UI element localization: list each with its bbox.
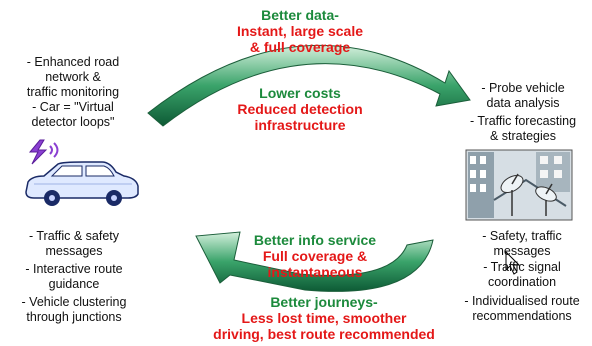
list-item: - Car = "Virtual detector loops" [31, 100, 115, 129]
car-icon [25, 161, 139, 206]
better-data-heading: Better data- [261, 7, 339, 23]
list-item: - Traffic & safety messages [28, 229, 120, 258]
center-outputs-list: - Safety, traffic messages - Traffic sig… [452, 229, 592, 324]
wireless-signal-icon [28, 139, 59, 165]
lower-costs-heading: Lower costs [259, 85, 341, 101]
better-journeys-line-2: driving, best route recommended [213, 326, 435, 342]
better-info-service-line-1: Full coverage & [262, 248, 368, 264]
list-item: - Vehicle clustering through junctions [21, 295, 127, 324]
list-item: - Probe vehicle data analysis [481, 81, 565, 110]
center-analysis-list: - Probe vehicle data analysis - Traffic … [456, 81, 590, 144]
vehicle-benefits-list: - Enhanced road network & traffic monito… [8, 55, 138, 130]
list-item: - Traffic forecasting & strategies [469, 114, 577, 143]
traffic-center-icon [465, 149, 573, 221]
better-info-service-block: Better info service Full coverage & inst… [230, 232, 400, 280]
better-journeys-heading: Better journeys- [270, 294, 378, 310]
better-journeys-line-1: Less lost time, smoother [241, 310, 407, 326]
mouse-cursor-icon [505, 250, 521, 275]
list-item: - Individualised route recommendations [464, 294, 580, 323]
better-data-line-1: Instant, large scale [236, 23, 364, 39]
driver-benefits-list: - Traffic & safety messages - Interactiv… [4, 229, 144, 325]
list-item: - Traffic signal coordination [483, 260, 561, 289]
bottom-flow-arrow [195, 231, 434, 292]
list-item: - Enhanced road network & traffic monito… [26, 55, 120, 99]
better-info-service-heading: Better info service [253, 232, 377, 248]
lower-costs-line-2: infrastructure [254, 117, 346, 133]
list-item: - Interactive route guidance [25, 262, 123, 291]
lower-costs-block: Lower costs Reduced detection infrastruc… [200, 85, 400, 133]
better-info-service-line-2: instantaneous [267, 264, 363, 280]
lower-costs-line-1: Reduced detection [237, 101, 363, 117]
top-flow-arrow [147, 44, 471, 127]
list-item: - Safety, traffic messages [482, 229, 562, 258]
better-journeys-block: Better journeys- Less lost time, smoothe… [196, 294, 452, 342]
better-data-block: Better data- Instant, large scale & full… [200, 7, 400, 55]
better-data-line-2: & full coverage [249, 39, 351, 55]
